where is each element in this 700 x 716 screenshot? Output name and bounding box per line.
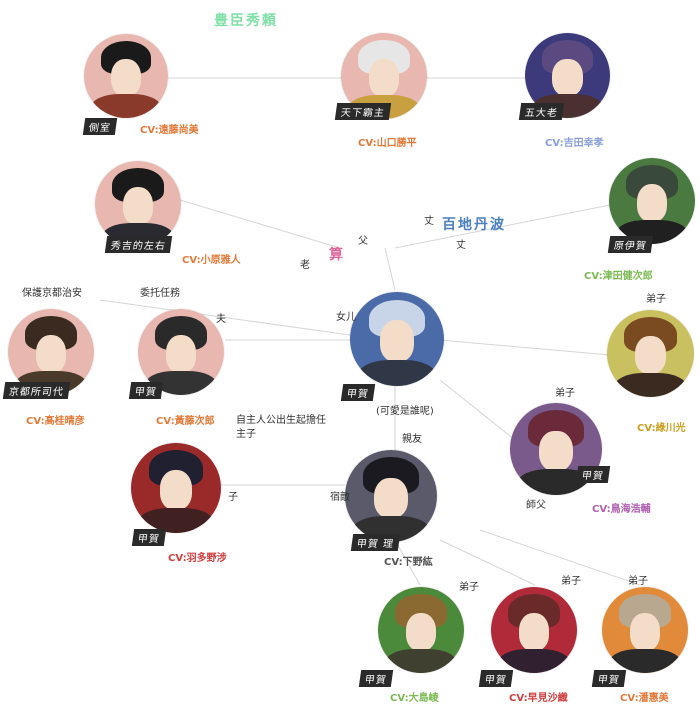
note-sister: (可愛是誰呢) (376, 406, 434, 417)
portrait-disciple-1[interactable] (378, 587, 464, 673)
cv-disciple-1: CV:大島崚 (390, 693, 439, 704)
note-apprentice-2: 弟子 (561, 576, 581, 587)
portrait-mitsunari[interactable] (95, 161, 181, 247)
portrait-shoshidai[interactable] (8, 309, 94, 395)
portrait-heroine[interactable] (350, 292, 444, 386)
portrait-iga[interactable] (609, 158, 695, 244)
portrait-yodo[interactable] (84, 34, 168, 118)
tag-disciple-3: 甲賀 (591, 670, 627, 687)
note-apprentice-3: 弟子 (628, 576, 648, 587)
note-father-rel: 父 (358, 236, 368, 247)
portrait-purple[interactable] (510, 403, 602, 495)
tag-mitsunari: 秀吉的左右 (104, 236, 173, 253)
tag-disciple-2: 甲賀 (478, 670, 514, 687)
cv-aizou: CV:綠川光 (637, 423, 686, 434)
tag-shoshidai: 京都所司代 (2, 382, 71, 399)
label-momochi-tamba: 百地丹波 (442, 217, 506, 233)
cv-disciple-3: CV:潘惠美 (620, 693, 669, 704)
cv-purple: CV:鳥海浩輔 (592, 504, 651, 515)
tag-koga-red: 甲賀 (131, 529, 167, 546)
note-apprentice-mid: 弟子 (555, 388, 575, 399)
note-child: 子 (228, 492, 238, 503)
cv-hideyoshi: CV:山口勝平 (358, 138, 417, 149)
cv-shoshidai: CV:髙桂晴彦 (26, 416, 85, 427)
portrait-koga-elder[interactable] (138, 309, 224, 395)
note-koga-rel: 宿敵 (330, 492, 350, 503)
tag-hideyoshi: 天下霸主 (334, 103, 392, 120)
tag-purple: 甲賀 (575, 466, 611, 483)
cv-koga-red: CV:羽多野涉 (168, 553, 227, 564)
tag-iga: 原伊賀 (607, 236, 654, 253)
cv-mitsunari: CV:小原雅人 (182, 255, 241, 266)
note-heroine-rel: 女儿 (336, 312, 356, 323)
cv-gotairo: CV:吉田幸孝 (545, 138, 604, 149)
tag-heroine: 甲賀 (340, 384, 376, 401)
cv-koga-elder: CV:黃藤次郎 (156, 416, 215, 427)
tag-yodo: 側室 (82, 118, 118, 135)
tag-disciple-1: 甲賀 (358, 670, 394, 687)
portrait-koga-red[interactable] (131, 443, 221, 533)
note-tamba-left: 丈 (424, 216, 434, 227)
tag-gotairo: 五大老 (518, 103, 565, 120)
tag-koga-center: 甲賀 理 (350, 534, 401, 551)
note-entrust: 委托任務 (140, 288, 180, 299)
portrait-aizou[interactable] (607, 310, 694, 397)
note-guardian: 保護京都治安 (22, 288, 82, 299)
note-husband: 夫 (216, 314, 226, 325)
title-toyotomi-hideyori: 豊臣秀頼 (214, 13, 278, 29)
note-mentor: 師父 (526, 500, 546, 511)
note-apprentice-top: 弟子 (646, 294, 666, 305)
cv-iga: CV:津田健次郎 (584, 271, 653, 282)
note-boss: 自主人公出生起擔任主子 (236, 415, 326, 440)
note-tamba-mark: 丈 (456, 240, 466, 251)
cv-koga-center: CV:下野紘 (384, 557, 433, 568)
accent-label: 算 (329, 247, 345, 263)
note-dad: 老 (300, 260, 310, 271)
portrait-koga-center[interactable] (345, 450, 437, 542)
note-apprentice-1: 弟子 (459, 582, 479, 593)
portrait-disciple-2[interactable] (491, 587, 577, 673)
cv-yodo: CV:遠藤尚美 (140, 125, 199, 136)
note-friend: 親友 (402, 434, 422, 445)
portrait-disciple-3[interactable] (602, 587, 688, 673)
cv-disciple-2: CV:早見沙織 (509, 693, 568, 704)
tag-koga-elder: 甲賀 (128, 382, 164, 399)
